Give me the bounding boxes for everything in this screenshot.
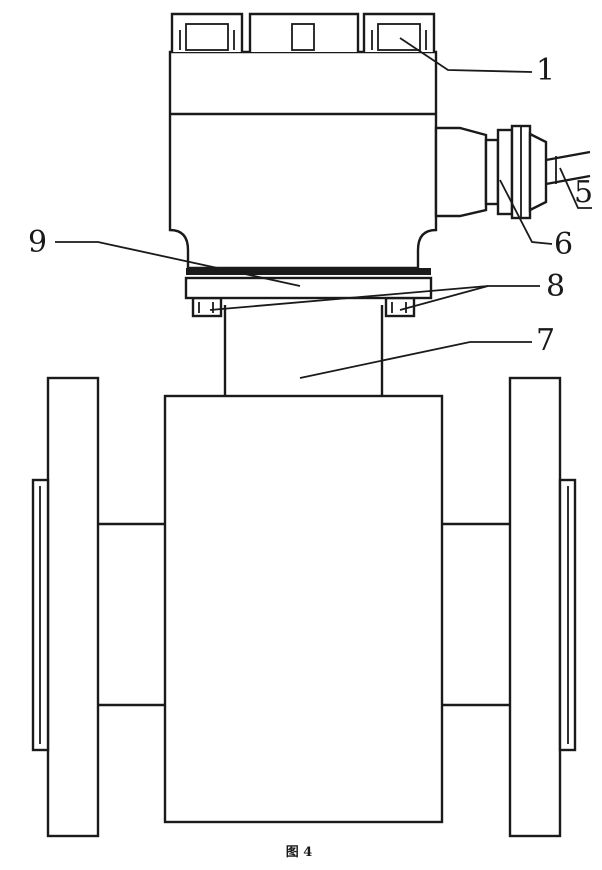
callout-6: 6 [554,227,573,262]
callout-7: 7 [536,323,555,358]
callout-5: 5 [574,175,593,210]
left-flange [31,376,100,838]
pipe-sections [98,522,510,707]
cable-gland [434,124,548,220]
signal-cable [545,150,591,186]
sensor-body [163,394,444,824]
right-flange [508,376,577,838]
leader-lines [55,37,592,379]
figure-caption: 图 4 [286,845,313,860]
neck-support [223,305,384,396]
callout-1: 1 [536,53,555,88]
callout-8: 8 [546,269,565,304]
converter-housing [168,12,438,300]
callout-9: 9 [28,225,47,260]
